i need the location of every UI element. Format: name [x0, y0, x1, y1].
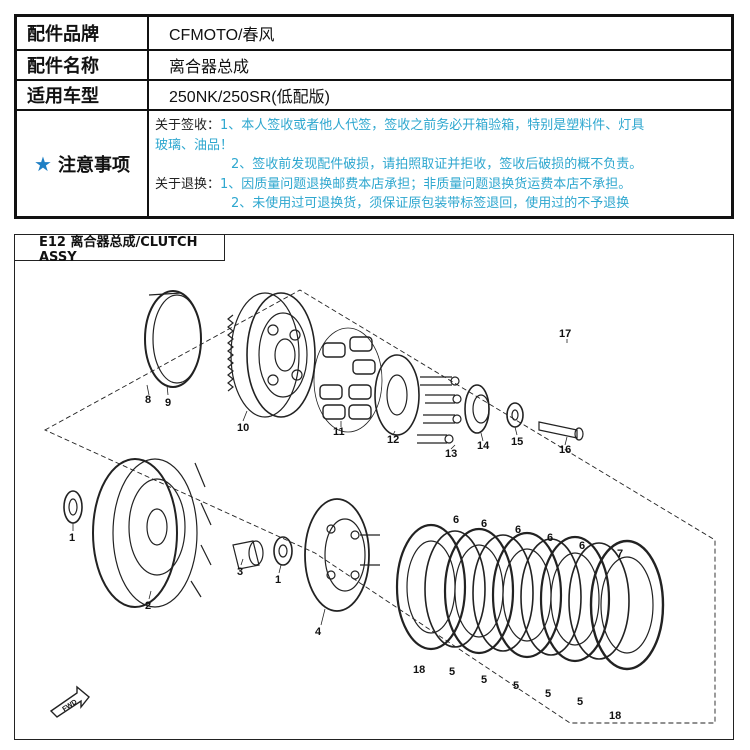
exploded-diagram: E12 离合器总成/CLUTCH ASSY [14, 234, 734, 740]
part-label-1a: 1 [69, 532, 75, 544]
part-label-1b: 1 [275, 574, 281, 586]
part-label-17: 17 [559, 328, 571, 340]
part-label-11: 11 [333, 426, 345, 438]
part-label-14: 14 [477, 440, 490, 452]
part-label-2: 2 [145, 600, 151, 612]
part-label-8: 8 [145, 394, 151, 406]
diagram-title: E12 离合器总成/CLUTCH ASSY [15, 235, 225, 265]
part-label-6a: 6 [453, 514, 459, 526]
part-label-7: 7 [617, 548, 623, 560]
parts-info-table: 配件品牌 CFMOTO/春风 配件名称 离合器总成 适用车型 250NK/250… [14, 14, 734, 219]
part-name-label: 配件名称 [17, 51, 149, 79]
washer-1a [63, 490, 83, 524]
springs-11 [313, 327, 383, 433]
sign-rule-2: 2、签收前发现配件破损，请拍照取证并拒收，签收后破损的概不负责。 [231, 157, 643, 172]
notice-label: 注意事项 [57, 154, 130, 176]
part-label-5e: 5 [577, 696, 583, 708]
part-label-15: 15 [511, 436, 523, 448]
push-rod-16 [538, 421, 584, 441]
star-icon: ★ [34, 151, 52, 176]
part-labels: 8 9 10 11 12 13 14 15 16 17 1 2 3 1 4 6 … [61, 328, 623, 722]
sign-label: 关于签收： [155, 118, 221, 133]
clutch-diagram-drawing: 8 9 10 11 12 13 14 15 16 17 1 2 3 1 4 6 … [43, 289, 716, 724]
sign-rule-1a: 1、本人签收或者他人代签，签收之前务必开箱验箱，特别是塑料件、灯具 [220, 118, 645, 133]
brand-label: 配件品牌 [17, 17, 149, 49]
part-label-5d: 5 [545, 688, 551, 700]
model-row: 适用车型 250NK/250SR(低配版) [17, 81, 731, 111]
part-label-6e: 6 [579, 540, 585, 552]
part-label-5b: 5 [481, 674, 487, 686]
bearing-14 [464, 384, 490, 434]
fwd-arrow-icon [49, 685, 90, 718]
ring-8-9 [144, 290, 202, 388]
washer-1b-hole [278, 544, 288, 558]
fwd-label: FWD [61, 699, 78, 714]
washer-1b [273, 536, 293, 566]
part-label-6d: 6 [547, 532, 553, 544]
sign-rule-1b: 玻璃、油品！ [155, 137, 234, 153]
part-label-13: 13 [445, 448, 457, 460]
part-label-16: 16 [559, 444, 571, 456]
plate-12 [374, 354, 420, 436]
part-label-4: 4 [315, 626, 322, 638]
part-label-6c: 6 [515, 524, 521, 536]
brand-value: CFMOTO/春风 [169, 27, 275, 44]
part-label-10: 10 [237, 422, 249, 434]
leader-lines [72, 339, 568, 626]
model-label: 适用车型 [17, 81, 149, 109]
pressure-hub-4 [304, 498, 380, 612]
assembly-outline [43, 289, 716, 724]
return-rule-2: 2、未使用过可退换货，须保证原包装带标签退回，使用过的不予退换 [231, 196, 630, 211]
part-name-value: 离合器总成 [169, 59, 250, 76]
part-label-9: 9 [165, 397, 171, 409]
notice-row: ★ 注意事项 关于签收：1、本人签收或者他人代签，签收之前务必开箱验箱，特别是塑… [17, 111, 731, 216]
part-label-18b: 18 [609, 710, 621, 722]
part-label-18a: 18 [413, 664, 425, 676]
clutch-basket-2 [92, 458, 212, 608]
washer-1a-hole [68, 498, 78, 516]
part-label-12: 12 [387, 434, 399, 446]
washer-15 [506, 402, 524, 428]
part-name-row: 配件名称 离合器总成 [17, 51, 731, 81]
part-label-5c: 5 [513, 680, 519, 692]
notice-text: 关于签收：1、本人签收或者他人代签，签收之前务必开箱验箱，特别是塑料件、灯具 玻… [149, 111, 731, 216]
model-value: 250NK/250SR(低配版) [169, 89, 330, 106]
friction-plates-stack [395, 523, 665, 671]
clutch-housing-10 [227, 292, 316, 418]
return-label: 关于退换： [155, 176, 221, 192]
bush-3 [232, 540, 264, 570]
part-label-5a: 5 [449, 666, 455, 678]
part-label-3: 3 [237, 566, 243, 578]
notice-label-cell: ★ 注意事项 [17, 111, 149, 216]
return-rule-1: 1、因质量问题退换邮费本店承担；非质量问题退换货运费本店不承担。 [220, 176, 632, 192]
part-label-6b: 6 [481, 518, 487, 530]
brand-row: 配件品牌 CFMOTO/春风 [17, 17, 731, 51]
bolts-13 [417, 376, 462, 444]
